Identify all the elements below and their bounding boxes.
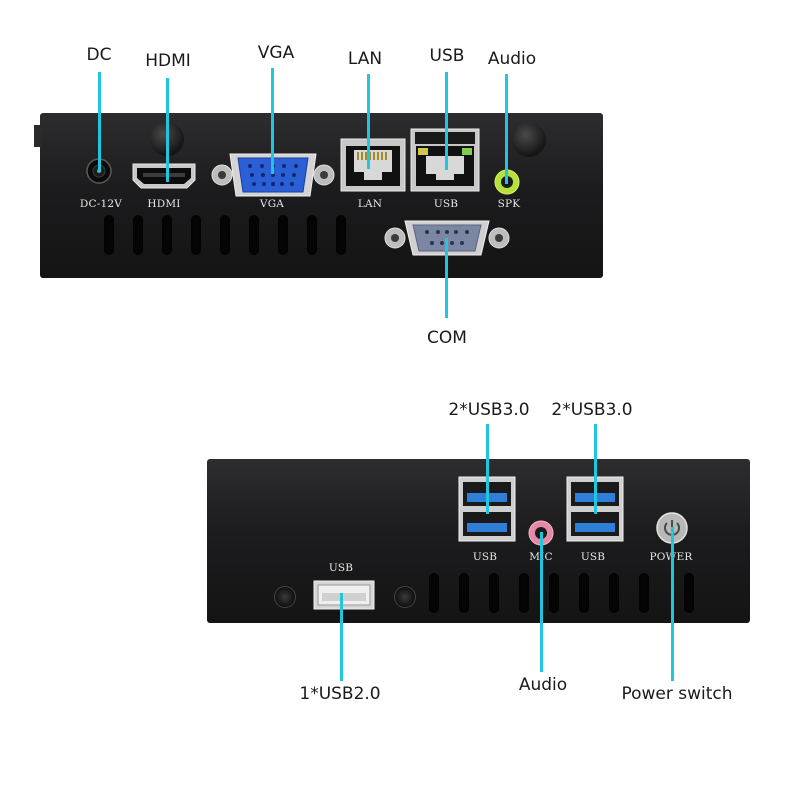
lan-port <box>340 138 406 192</box>
rear-vent <box>249 215 259 255</box>
rear-vent <box>278 215 288 255</box>
usb2-leader-line <box>340 593 343 681</box>
usb3-left-leader-line <box>486 424 489 514</box>
silk-dc-label: DC-12V <box>79 198 123 210</box>
hdmi-leader-line <box>166 78 169 182</box>
vga-port <box>210 152 336 198</box>
rear-vent <box>162 215 172 255</box>
usb-leader-line <box>445 72 448 170</box>
audio-leader-line <box>505 74 508 184</box>
vga-leader-line <box>271 68 274 174</box>
power-leader-line <box>671 527 674 681</box>
com-leader-line <box>445 238 448 318</box>
front-screw-left <box>274 586 296 608</box>
silk-spk-label: SPK <box>497 198 521 210</box>
usb3-right-leader-line <box>594 424 597 514</box>
front-vent <box>639 573 649 613</box>
rear-vent <box>336 215 346 255</box>
front-vent <box>519 573 529 613</box>
callout-usb3-right: 2*USB3.0 <box>551 400 633 420</box>
silk-usb-right-label: USB <box>580 551 606 563</box>
dc-leader-line <box>98 72 101 172</box>
hdmi-port <box>131 162 197 190</box>
callout-usb: USB <box>429 46 465 66</box>
rear-case-tab <box>34 125 42 147</box>
rear-bumper-right <box>512 123 546 157</box>
rear-vent <box>191 215 201 255</box>
mic-leader-line <box>540 532 543 672</box>
callout-usb2: 1*USB2.0 <box>299 684 381 704</box>
front-vent <box>579 573 589 613</box>
rear-vent <box>307 215 317 255</box>
silk-hdmi-label: HDMI <box>147 198 181 210</box>
silk-usb-label: USB <box>433 198 459 210</box>
front-vent <box>684 573 694 613</box>
callout-usb3-left: 2*USB3.0 <box>448 400 530 420</box>
rear-vent <box>104 215 114 255</box>
front-vent <box>459 573 469 613</box>
usb2-port <box>313 580 375 610</box>
callout-vga: VGA <box>257 43 295 63</box>
silk-power-label: POWER <box>649 551 692 563</box>
callout-audio-front: Audio <box>518 675 568 695</box>
callout-lan: LAN <box>347 49 383 69</box>
silk-usb-left-label: USB <box>472 551 498 563</box>
lan-leader-line <box>367 74 370 169</box>
callout-hdmi: HDMI <box>145 51 191 71</box>
rear-vent <box>220 215 230 255</box>
front-screw-right <box>394 586 416 608</box>
callout-dc: DC <box>86 45 112 65</box>
front-vent <box>429 573 439 613</box>
silk-lan-label: LAN <box>357 198 383 210</box>
callout-audio: Audio <box>487 49 537 69</box>
front-vent <box>549 573 559 613</box>
callout-power-switch: Power switch <box>621 684 733 704</box>
silk-usb-front-label: USB <box>328 562 354 574</box>
callout-com: COM <box>427 328 467 348</box>
silk-vga-label: VGA <box>259 198 285 210</box>
front-vent <box>609 573 619 613</box>
rear-vent <box>133 215 143 255</box>
front-vent <box>489 573 499 613</box>
